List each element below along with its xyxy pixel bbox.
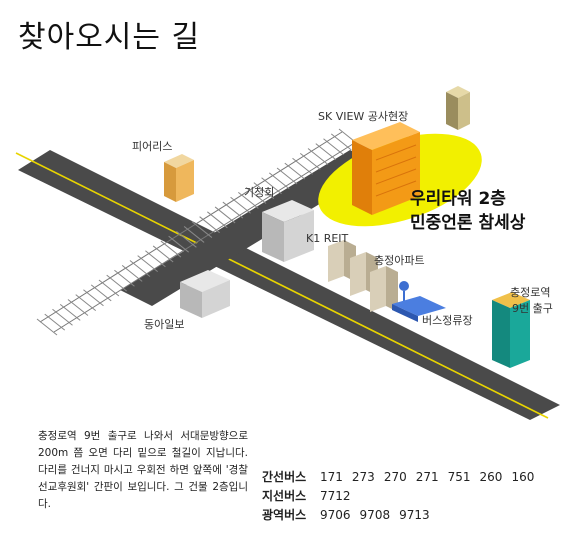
bus-number: 160 — [511, 470, 535, 484]
label-target-line2: 민중언론 참세상 — [410, 212, 526, 233]
bus-number: 260 — [479, 470, 503, 484]
rail-tie — [145, 250, 166, 268]
rail-tie — [261, 177, 282, 195]
label-bus-stop: 버스정류장 — [422, 314, 473, 327]
label-gicheonhoe: 기청회 — [244, 186, 274, 199]
rail-tie — [238, 191, 259, 209]
rail-tie — [191, 221, 213, 238]
rail-tie — [330, 133, 352, 151]
rail-tie — [75, 294, 97, 312]
rail-tie — [36, 318, 58, 336]
bus-number: 271 — [415, 470, 439, 484]
railway-track — [39, 131, 357, 333]
cross-road — [120, 150, 382, 306]
rail-tie — [67, 299, 89, 316]
rail-tie — [323, 138, 344, 156]
rail-tie — [160, 240, 182, 258]
railway-ties — [36, 128, 360, 336]
rail-tie — [129, 260, 151, 277]
rail-tie — [121, 265, 143, 282]
rail-tie — [222, 201, 244, 219]
bus-number: 751 — [447, 470, 471, 484]
bus-number: 9708 — [359, 508, 391, 522]
bus-row-wide-area: 광역버스 9706 9708 9713 — [262, 506, 543, 525]
rail-tie — [176, 230, 197, 248]
label-pierris: 피어리스 — [132, 140, 172, 153]
sk-view-building — [446, 86, 470, 130]
rail-tie — [307, 148, 329, 165]
target-building — [352, 122, 420, 215]
bus-number: 270 — [383, 470, 407, 484]
label-station-line1: 충정로역 — [510, 286, 550, 299]
main-road — [18, 150, 560, 420]
rail-tie — [253, 182, 275, 199]
bus-number: 9713 — [399, 508, 430, 522]
bus-stop-shelter — [392, 281, 446, 322]
bus-number: 9706 — [320, 508, 351, 522]
directions-description: 충정로역 9번 출구로 나와서 서대문방향으로 200m 쯤 오면 다리 밑으로… — [38, 430, 248, 510]
gicheonhoe-building — [262, 200, 314, 262]
dongailbo-building — [180, 270, 230, 318]
rail-tie — [90, 284, 112, 302]
rail-tie — [276, 167, 298, 185]
rail-tie — [268, 172, 290, 190]
label-chungjeong-apt: 충정아파트 — [374, 254, 425, 267]
page-title: 찾아오시는 길 — [18, 20, 201, 55]
rail-tie — [44, 313, 66, 331]
rail-tie — [137, 255, 158, 273]
rail-tie — [183, 226, 205, 243]
bus-row-trunk: 간선버스 171 273 270 271 751 260 160 — [262, 468, 543, 487]
bus-number: 7712 — [320, 489, 351, 503]
rail-tie — [83, 289, 104, 307]
bus-type-label: 지선버스 — [262, 489, 307, 503]
rail-tie — [152, 245, 174, 263]
bus-type-label: 광역버스 — [262, 508, 307, 522]
rail-tie — [168, 235, 189, 253]
rail-tie — [199, 216, 220, 234]
rail-tie — [59, 303, 81, 321]
station-exit-building — [492, 292, 530, 368]
label-target-line1: 우리타워 2층 — [410, 189, 506, 209]
label-k1-reit: K1 REIT — [306, 232, 349, 245]
rail-tie — [299, 152, 321, 170]
rail-tie — [214, 206, 236, 224]
bus-number: 273 — [351, 470, 375, 484]
rail-tie — [207, 211, 228, 229]
bus-info: 간선버스 171 273 270 271 751 260 160 지선버스 7712 광역버스 9… — [262, 468, 543, 525]
bus-type-label: 간선버스 — [262, 470, 307, 484]
rail-tie — [106, 274, 128, 292]
rail-tie — [52, 308, 73, 326]
rail-tie — [230, 196, 251, 214]
bus-row-branch: 지선버스 7712 — [262, 487, 543, 506]
label-station-line2: 9번 출구 — [512, 302, 553, 315]
road-center-line — [15, 152, 549, 419]
apartment-buildings — [328, 240, 398, 312]
rail-tie — [292, 157, 313, 175]
rail-tie — [245, 187, 267, 204]
rail-tie — [114, 269, 135, 287]
location-map: SK VIEW 공사현장 피어리스 기청회 K1 REIT 충정아파트 동아일보… — [15, 86, 560, 420]
bus-number: 171 — [320, 470, 343, 484]
pierris-building — [164, 154, 194, 202]
label-sk-view: SK VIEW 공사현장 — [318, 110, 408, 123]
rail-tie — [284, 162, 306, 180]
rail-tie — [315, 143, 337, 161]
rail-tie — [98, 279, 120, 297]
label-dongailbo: 동아일보 — [144, 317, 184, 331]
